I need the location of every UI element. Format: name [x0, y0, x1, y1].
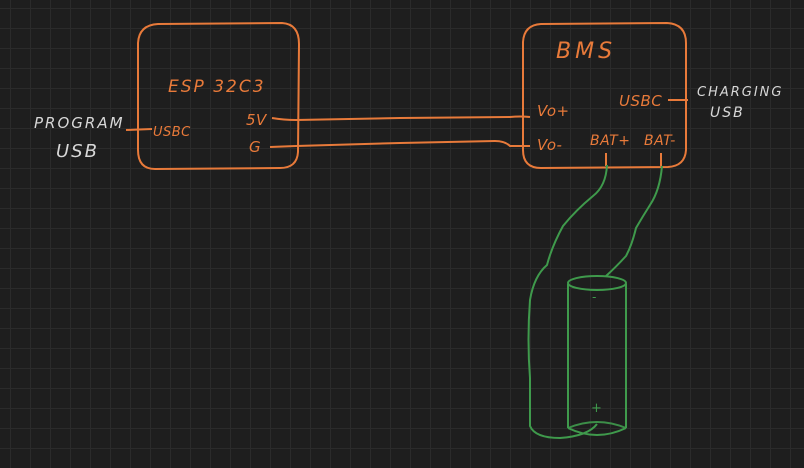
wire-5v-to-vo-plus: [271, 115, 531, 122]
bms-bat-plus-pin: BAT+: [590, 133, 630, 149]
wire-bat-plus-to-battery: [527, 164, 608, 440]
esp32-g-pin: G: [249, 138, 263, 156]
esp32-box: [137, 21, 301, 171]
wire-g-to-vo-minus: [269, 139, 530, 148]
esp32-usbc-label: USBC: [153, 125, 191, 140]
bms-usbc-label: USBC: [619, 92, 662, 110]
bms-vo-minus-pin: Vo-: [537, 136, 562, 154]
program-usb-label-line2: USB: [56, 141, 99, 162]
charging-usb-label-line2: USB: [710, 105, 745, 121]
battery-cell: [567, 275, 627, 436]
bms-bat-minus-pin: BAT-: [644, 133, 676, 149]
bms-vo-plus-pin: Vo+: [537, 102, 570, 120]
battery-plus-mark: +: [591, 401, 604, 416]
wire-bat-minus-to-battery: [605, 165, 663, 277]
esp-usbc-stub: [125, 128, 153, 131]
bms-title: BMS: [556, 39, 616, 64]
program-usb-label-line1: PROGRAM: [34, 114, 125, 132]
bms-box: [522, 21, 687, 170]
esp32-5v-pin: 5V: [246, 111, 268, 129]
charging-usb-label-line1: CHARGING: [697, 85, 783, 100]
esp32-title: ESP 32C3: [168, 77, 266, 97]
battery-minus-mark: -: [592, 290, 598, 304]
